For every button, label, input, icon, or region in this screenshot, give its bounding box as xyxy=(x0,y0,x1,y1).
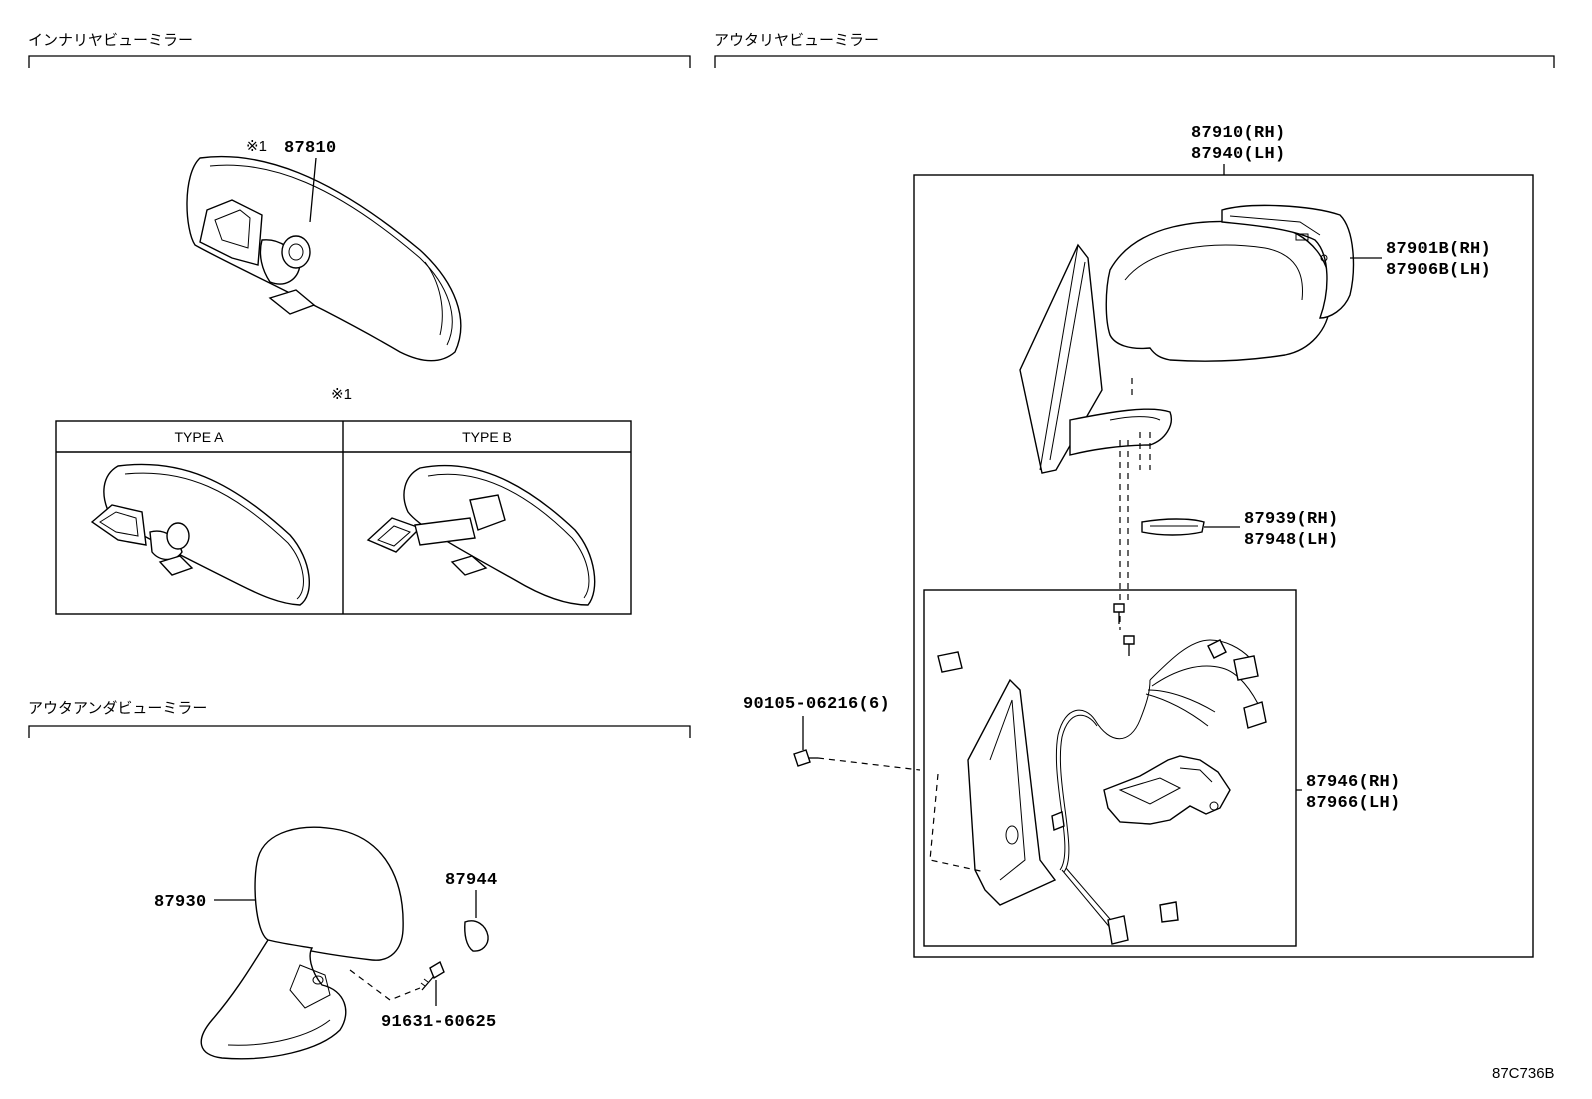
part-label-91631-60625[interactable]: 91631-60625 xyxy=(381,1013,497,1032)
types-note-mark: ※1 xyxy=(331,386,352,403)
mirror-type-table: ※1 TYPE A TYPE B xyxy=(55,386,632,615)
part-label-87930[interactable]: 87930 xyxy=(154,893,207,912)
part-label-87946-rh[interactable]: 87946(RH) xyxy=(1306,773,1401,792)
mirror-bracket-drawing xyxy=(937,651,1057,906)
note-mark-1: ※1 xyxy=(246,138,267,155)
section-bracket-inner xyxy=(28,55,691,68)
actuator-sub-box xyxy=(923,589,1297,947)
section-bracket-outer xyxy=(714,55,1555,68)
section-inner-rear-view-mirror: インナリヤビューミラー xyxy=(28,31,691,68)
part-label-87939-rh[interactable]: 87939(RH) xyxy=(1244,510,1339,529)
part-label-87966-lh[interactable]: 87966(LH) xyxy=(1306,794,1401,813)
type-a-label: TYPE A xyxy=(174,429,224,445)
wiring-harness-drawing xyxy=(1055,639,1267,945)
section-title-inner: インナリヤビューミラー xyxy=(28,31,193,49)
part-label-87906b-lh[interactable]: 87906B(LH) xyxy=(1386,261,1491,280)
screw-small-icon xyxy=(1113,603,1125,624)
outer-mirror-group: 87910(RH) 87940(LH) 87901B(RH) 87906B(LH… xyxy=(743,124,1534,958)
clip-drawing xyxy=(1051,811,1065,831)
section-outer-rear-view-mirror: アウタリヤビューミラー xyxy=(714,31,1555,68)
part-label-90105-06216[interactable]: 90105-06216(6) xyxy=(743,695,890,714)
inner-mirror-drawing xyxy=(186,155,462,362)
actuator-motor-drawing xyxy=(1103,755,1231,825)
section-title-outer: アウタリヤビューミラー xyxy=(714,31,879,49)
inner-mirror-callout: ※1 87810 xyxy=(246,138,337,223)
part-label-87810[interactable]: 87810 xyxy=(284,139,337,158)
part-label-87944[interactable]: 87944 xyxy=(445,871,498,890)
under-mirror-drawing xyxy=(200,826,404,1060)
bolt-91631-60625-icon xyxy=(420,960,445,991)
type-b-mirror-drawing xyxy=(366,464,596,606)
type-a-mirror-drawing xyxy=(90,463,310,606)
part-label-87910-rh[interactable]: 87910(RH) xyxy=(1191,124,1286,143)
section-title-under: アウタアンダビューミラー xyxy=(28,699,207,717)
part-label-87940-lh[interactable]: 87940(LH) xyxy=(1191,145,1286,164)
outer-mirror-glass-drawing xyxy=(1019,243,1172,474)
screw-small-icon-2 xyxy=(1123,635,1135,656)
section-bracket-under xyxy=(28,725,691,738)
type-b-label: TYPE B xyxy=(462,429,512,445)
section-outer-under-view-mirror: アウタアンダビューミラー xyxy=(28,699,691,738)
outer-mirror-housing-drawing xyxy=(1105,220,1332,362)
turn-lamp-drawing xyxy=(1141,518,1205,536)
part-label-87948-lh[interactable]: 87948(LH) xyxy=(1244,531,1339,550)
diagram-code: 87C736B xyxy=(1492,1065,1555,1082)
under-mirror-callouts: 87930 87944 91631-60625 xyxy=(154,871,498,1032)
screw-90105-06216-icon xyxy=(793,749,818,767)
outer-mirror-cover-drawing xyxy=(1221,204,1355,319)
part-label-87901b-rh[interactable]: 87901B(RH) xyxy=(1386,240,1491,259)
